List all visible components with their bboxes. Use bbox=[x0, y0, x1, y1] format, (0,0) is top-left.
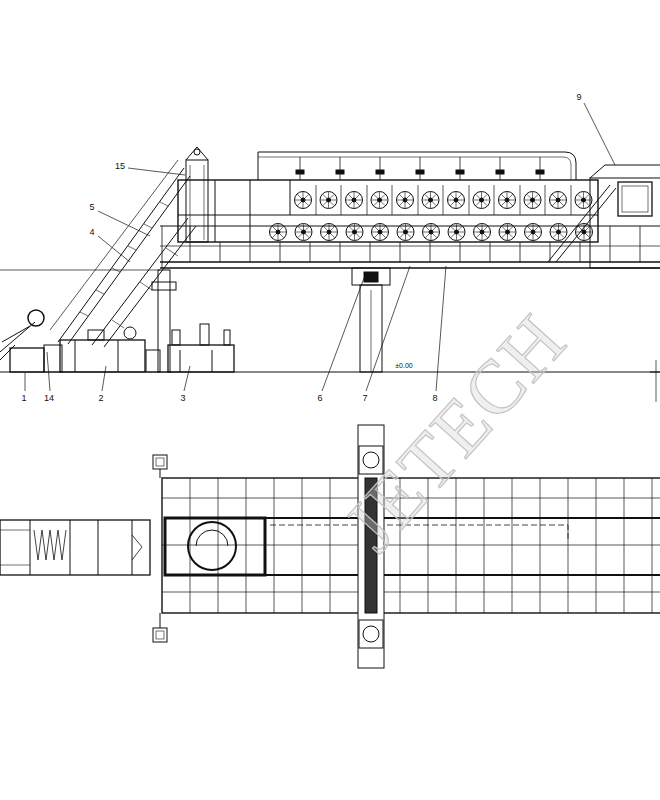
callout-number: 2 bbox=[97, 394, 104, 403]
callout-number: 9 bbox=[575, 93, 582, 102]
callout-number: 3 bbox=[179, 394, 186, 403]
callout-number: 14 bbox=[43, 394, 55, 403]
callout-number: 1 bbox=[20, 394, 27, 403]
level-mark: ±0.00 bbox=[394, 362, 413, 369]
callout-number: 7 bbox=[361, 394, 368, 403]
callout-number: 5 bbox=[88, 203, 95, 212]
callout-number: 6 bbox=[316, 394, 323, 403]
callout-number: 15 bbox=[114, 162, 126, 171]
callout-number: 4 bbox=[88, 228, 95, 237]
plan-view bbox=[0, 425, 660, 668]
